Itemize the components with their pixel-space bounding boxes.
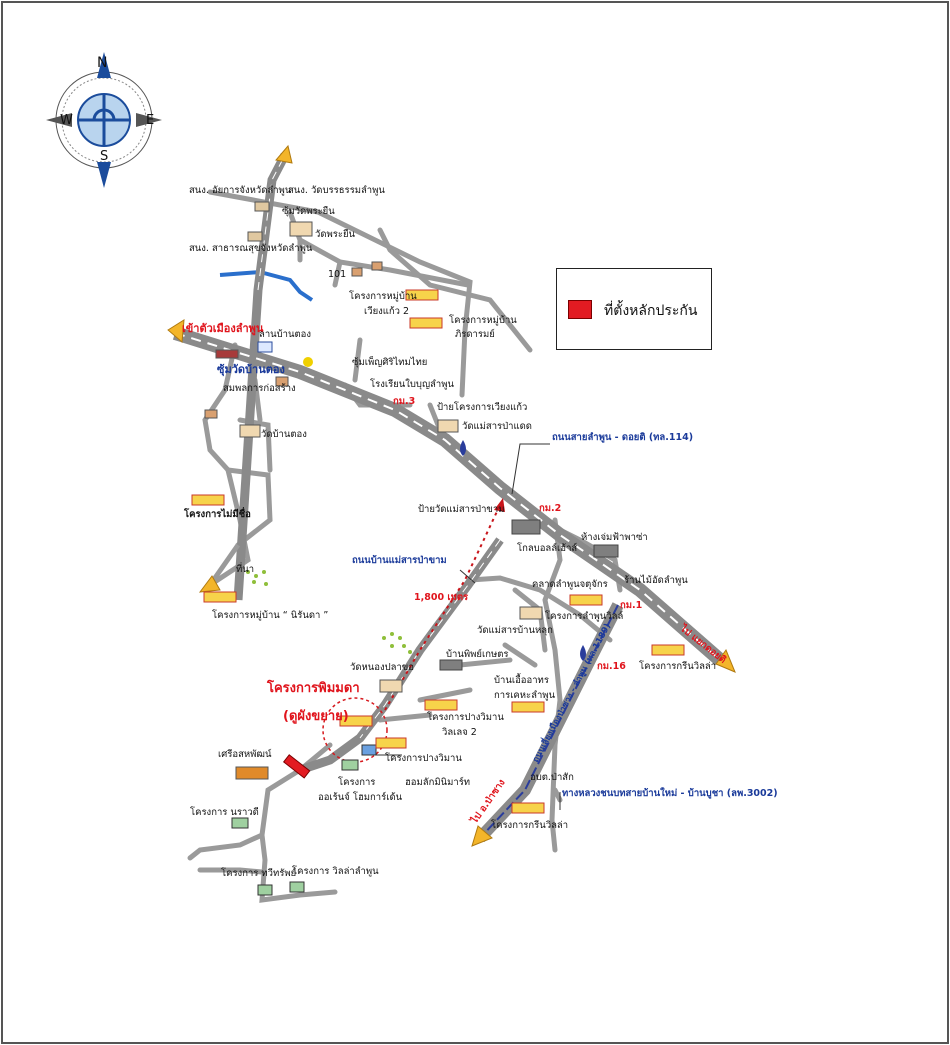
label-101: 101 <box>328 269 347 280</box>
label-road-3002: ทางหลวงชนบทสายบ้านใหม่ - บ้านบูชา (ลพ.30… <box>562 788 778 799</box>
label-global: โกลบอลล์เฮ้าส์ <box>517 543 578 554</box>
maesarn-road <box>298 537 504 775</box>
label-school: โรงเรียนใบบุญลำพูน <box>370 379 454 390</box>
label-moo-ban-wiang: โครงการหมู่บ้าน <box>349 291 417 302</box>
label-court: สนง. วัดบรรธรรมลำพูน <box>288 185 385 196</box>
field-icon <box>246 357 412 654</box>
label-niranda: โครงการหมู่บ้าน “ นิรันดา ” <box>212 610 329 621</box>
label-lamphun-villa: โครงการลำพูนวิลล์ <box>545 611 624 622</box>
label-health: สนง. สาธารณสุขจังหวัดลำพูน <box>189 243 313 254</box>
label-km3: กม.3 <box>393 396 416 407</box>
label-to-city: เข้าตัวเมืองลำพูน <box>182 322 264 335</box>
label-prosecutor: สนง. อัยการจังหวัดลำพูน <box>189 185 292 196</box>
label-sign-wiang: ป้ายโครงการเวียงแก้ว <box>437 402 528 413</box>
compass-south: S <box>100 149 109 164</box>
label-moo-ban-sitaram: โครงการหมู่บ้าน <box>449 315 517 326</box>
label-sitaram: ภิรดารมย์ <box>455 329 495 340</box>
label-green-villa-2: โครงการกรีนวิลล่า <box>491 820 569 831</box>
label-wat-ban-luk: วัดแม่สารบ้านหลุก <box>477 625 553 636</box>
label-thawi: โครงการ ทวีทรัพย์ <box>221 868 297 879</box>
label-distance: 1,800 เมตร <box>414 592 469 603</box>
label-siri: เศรีอสหพัฒน์ <box>218 749 272 760</box>
distance-line <box>384 504 501 711</box>
north-road <box>233 144 293 601</box>
label-naravee: โครงการ นราวดี <box>190 807 259 818</box>
gas-station-icon <box>460 440 586 661</box>
legend-swatch <box>568 300 592 319</box>
label-soi-ban-tong: ซุ้มวัดบ้านตอง <box>217 363 285 376</box>
compass-north: N <box>97 55 108 71</box>
label-shop: ร้านไม้อัดลำพูน <box>624 575 688 586</box>
label-wat-phrayuen: วัดพระยืน <box>315 229 356 240</box>
compass-rose-icon <box>46 52 162 188</box>
label-project: โครงการพิมมดา <box>267 681 360 696</box>
project-banner-icon <box>191 289 685 814</box>
label-sign-wat: ป้ายวัดแม่สารป่าขาม <box>418 504 505 515</box>
label-pang-viman-2a: โครงการปางวิมาน <box>427 712 504 723</box>
label-kha: การเคหะลำพูน <box>494 690 556 701</box>
compass-west: W <box>60 113 73 128</box>
label-road-114: ถนนสายลำพูน - ดอยติ (ทล.114) <box>552 432 694 443</box>
label-ban-phit: บ้านพิพย์เกษตร <box>446 649 509 660</box>
label-road-maesarn: ถนนบ้านแม่สารป่าขาม <box>352 555 447 566</box>
label-orange-2: ออเร้นจ์ โฮมการ์เด้น <box>318 792 403 803</box>
label-soi-wat: ซุ้มวัดพระยืน <box>282 206 335 217</box>
label-green-villa-1: โครงการกรีนวิลล่า <box>639 661 717 672</box>
label-no-name: โครงการไม่มีชื่อ <box>184 509 251 520</box>
river <box>219 269 314 302</box>
label-wiang-kaew: เวียงแก้ว 2 <box>364 306 410 317</box>
bypass-1189 <box>471 602 624 847</box>
label-obt: อบต.ป่าสัก <box>530 772 574 783</box>
label-km16: กม.16 <box>597 661 626 672</box>
label-wat-nong: วัดหนองปลาขอ <box>350 662 414 673</box>
collateral-marker <box>282 754 311 779</box>
label-villa-lamphun: โครงการ วิลล่าลำพูน <box>292 866 379 877</box>
label-land: ที่นา <box>236 564 255 575</box>
arrow-southwest-icon <box>198 575 221 593</box>
label-market: คลาดลำพูนจตุจักร <box>532 579 608 590</box>
label-orange: โครงการ <box>338 777 376 788</box>
label-wat-ban-tong: วัดบ้านตอง <box>261 429 307 440</box>
label-wat-maesarn: วัดแม่สารป่าแดด <box>462 421 532 432</box>
label-zoning: (ดูผังขยาย) <box>283 709 349 724</box>
project-circle <box>322 697 388 763</box>
house-icon <box>204 201 619 896</box>
label-km1: กม.1 <box>620 600 643 611</box>
label-lan-ban-tong: ลานบ้านตอง <box>259 329 312 340</box>
label-ban-eua: บ้านเอื้ออาทร <box>494 675 549 686</box>
label-soi-phen: ซุ้มเพ็ญศิริไทมไทย <box>352 357 428 368</box>
label-km2: กม.2 <box>539 503 562 514</box>
highway-114 <box>167 319 736 673</box>
label-sahakorn: สมพลการก่อสร้าง <box>223 383 296 394</box>
label-seven: ฮอมลักมินิมาร์ท <box>405 777 471 788</box>
map-legend: ที่ตั้งหลักประกัน <box>556 268 712 350</box>
label-pang-viman-2b: วิลเลจ 2 <box>442 727 477 738</box>
label-pang-viman: โครงการปางวิมาน <box>385 753 462 764</box>
legend-label: ที่ตั้งหลักประกัน <box>604 303 698 319</box>
label-home-pro: ห้างเจ่มฟ้าพาซ่า <box>581 532 648 543</box>
compass-east: E <box>146 113 155 128</box>
